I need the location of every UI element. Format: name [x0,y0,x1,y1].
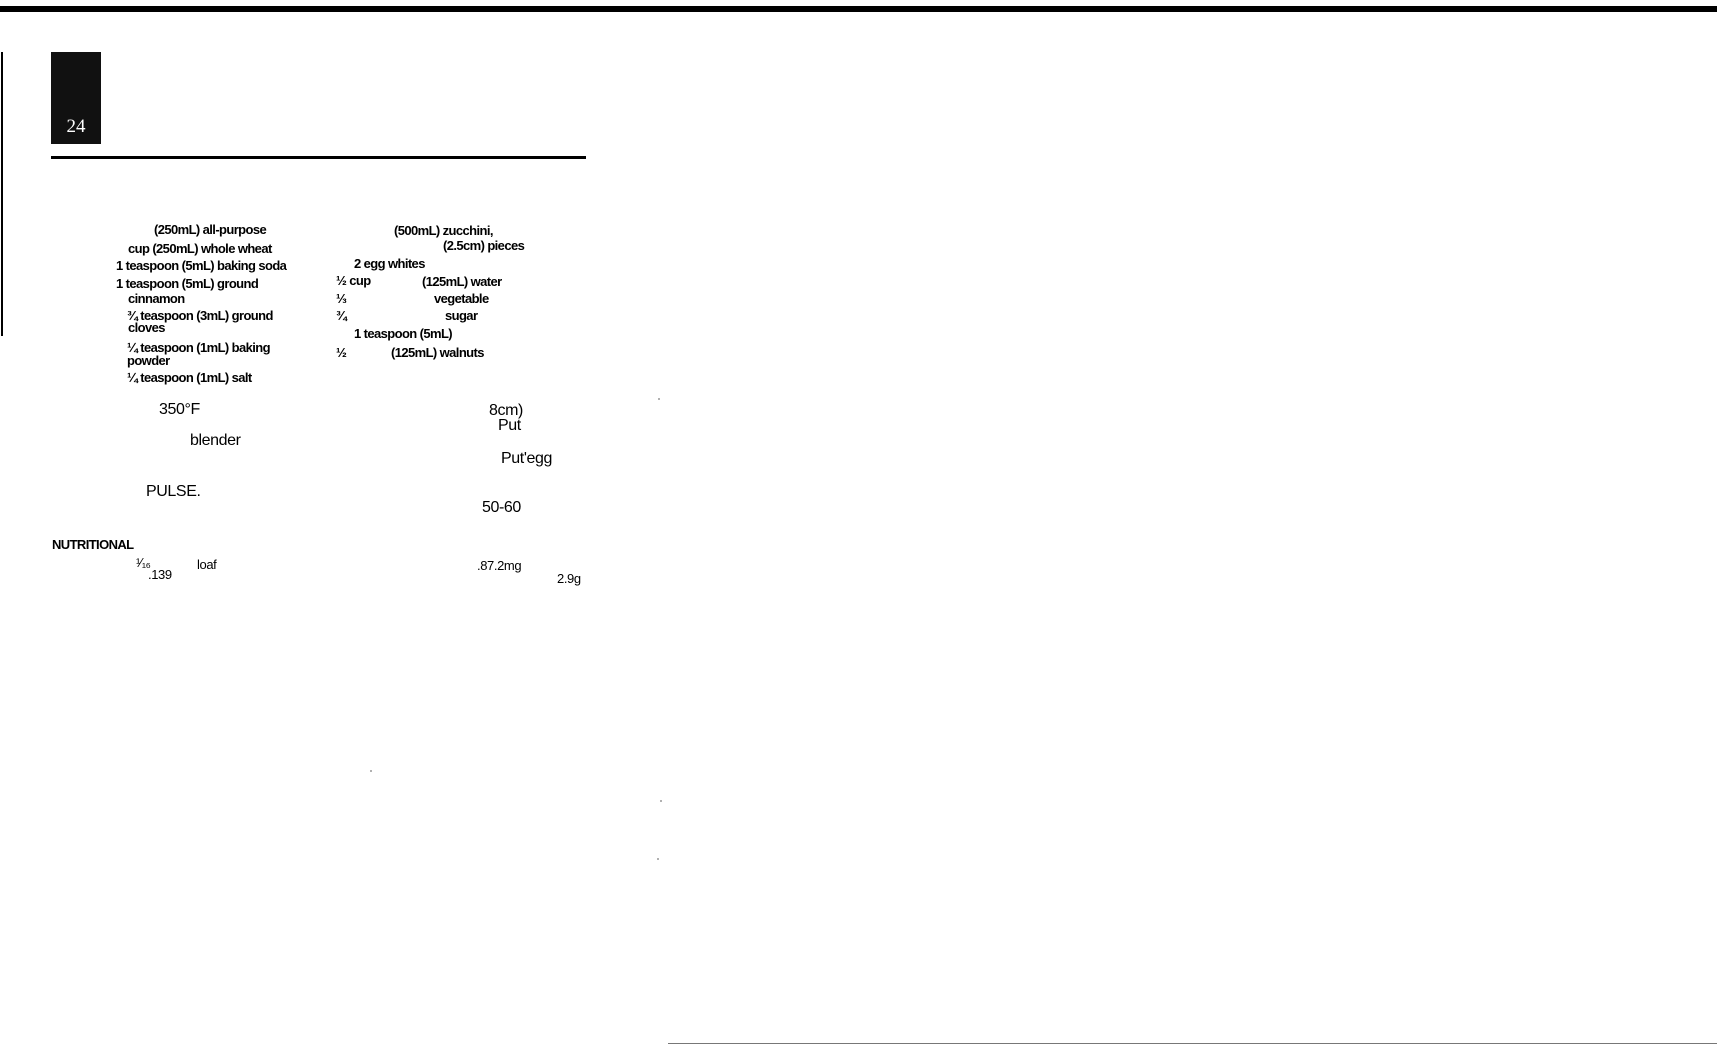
direction-put: Put [498,417,521,434]
nutrition-heading: NUTRITIONAL [52,537,134,552]
ingredient-left-4: 1 teaspoon (5mL) ground [116,276,259,291]
header-rule [51,156,586,159]
scan-speck [370,770,372,772]
direction-put-egg: Put'egg [501,450,552,467]
scan-speck [658,398,660,400]
nutrition-calories: .139 [148,567,172,582]
page-number-tab: 24 [51,52,101,144]
ingredient-right-2: 2 egg whites [354,256,425,271]
ingredient-right-3b: (125mL) water [422,274,502,289]
ingredient-left-6: ¼ teaspoon (1mL) baking [127,340,271,355]
ingredient-right-6: 1 teaspoon (5mL) [354,326,453,341]
left-margin-rule [1,52,3,336]
oven-temperature: 350°F [159,401,200,418]
ingredient-right-4b: vegetable [434,291,489,306]
ingredient-left-3: 1 teaspoon (5mL) baking soda [116,258,287,273]
ingredient-right-7: ½ [336,345,347,360]
ingredient-right-1: (500mL) zucchini, [394,223,493,238]
pan-size: 8cm) [489,402,523,419]
ingredient-right-5: ¾ [336,308,347,323]
ingredient-left-5b: cloves [128,320,165,335]
nutrition-fat: 2.9g [557,571,581,586]
bottom-rule [668,1043,1717,1044]
page-number: 24 [66,116,86,137]
ingredient-left-4b: cinnamon [128,291,185,306]
top-rule [0,6,1717,12]
ingredient-left-5: ¾ teaspoon (3mL) ground [127,308,273,323]
direction-pulse: PULSE. [146,483,201,500]
scan-speck [660,800,662,802]
ingredient-right-7b: (125mL) walnuts [391,345,484,360]
ingredient-right-5b: sugar [445,308,478,323]
ingredient-left-6b: powder [127,353,170,368]
direction-blender: blender [190,432,241,449]
ingredient-left-7: ¼ teaspoon (1mL) salt [127,370,252,385]
ingredient-right-1b: (2.5cm) pieces [443,238,525,253]
ingredient-right-3: ½ cup [336,273,371,288]
nutrition-sodium: .87.2mg [477,558,522,573]
nutrition-serving-fraction: ¹⁄₁₆ [136,555,151,570]
ingredient-left-1: (250mL) all-purpose [154,222,267,237]
ingredient-right-4: ⅓ [336,291,347,306]
scan-speck [657,858,659,860]
nutrition-loaf: loaf [197,557,217,572]
ingredient-left-2: cup (250mL) whole wheat [128,241,272,256]
bake-time: 50-60 [482,499,521,516]
